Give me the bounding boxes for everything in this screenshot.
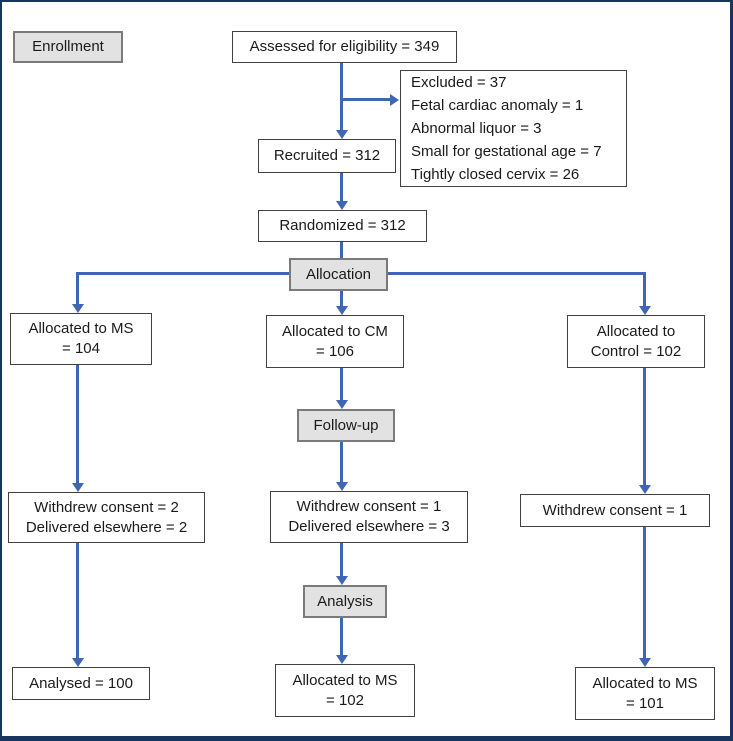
- connector-recruited-to-randomized: [340, 173, 343, 202]
- node-text-line: Tightly closed cervix = 26: [411, 166, 580, 183]
- node-recruited: Recruited = 312: [258, 139, 396, 173]
- arrowhead-excluded: [390, 94, 399, 106]
- node-randomized: Randomized = 312: [258, 210, 427, 242]
- node-text-line: Abnormal liquor = 3: [411, 120, 542, 137]
- node-text-line: Control = 102: [590, 342, 682, 360]
- node-text-line: Recruited = 312: [273, 147, 381, 165]
- stage-label-text: Analysis: [317, 592, 373, 610]
- stage-label-text: Enrollment: [32, 38, 104, 56]
- arrowhead-randomized: [336, 201, 348, 210]
- stage-label-enrollment: Enrollment: [13, 31, 123, 63]
- arrowhead-alloc-control: [639, 306, 651, 315]
- node-text-line: Allocated to MS: [28, 320, 134, 338]
- node-withdrew-control: Withdrew consent = 1: [520, 494, 710, 527]
- node-analysed-ms: Analysed = 100: [12, 667, 150, 700]
- node-text-line: Excluded = 37: [411, 74, 507, 91]
- stage-label-text: Allocation: [305, 265, 372, 283]
- node-text-line: Delivered elsewhere = 3: [288, 518, 450, 535]
- node-final-control: Allocated to MS = 101: [575, 667, 715, 720]
- connector-followup-to-withdrew: [340, 442, 343, 483]
- connector-ms-to-withdrew: [76, 365, 79, 484]
- node-text-line: = 104: [62, 340, 100, 357]
- node-excluded: Excluded = 37 Fetal cardiac anomaly = 1 …: [400, 70, 627, 187]
- arrowhead-final-control: [639, 658, 651, 667]
- connector-withdrew-to-analysis: [340, 543, 343, 577]
- node-text-line: Allocated to MS: [592, 674, 698, 692]
- connector-allocation-to-control: [643, 272, 646, 307]
- node-allocated-ms: Allocated to MS = 104: [10, 313, 152, 365]
- node-text-line: = 106: [316, 342, 354, 360]
- node-withdrew-cm: Withdrew consent = 1 Delivered elsewhere…: [270, 491, 468, 543]
- arrowhead-withdrew-control: [639, 485, 651, 494]
- arrowhead-withdrew-cm: [336, 482, 348, 491]
- node-allocated-cm: Allocated to CM = 106: [266, 315, 404, 368]
- connector-randomized-to-allocation: [340, 242, 343, 258]
- node-text-line: = 102: [326, 691, 364, 709]
- connector-cm-to-followup: [340, 368, 343, 401]
- connector-withdrew-to-final-control: [643, 527, 646, 659]
- node-text-line: Withdrew consent = 1: [296, 498, 442, 516]
- arrowhead-final-cm: [336, 655, 348, 664]
- stage-label-text: Follow-up: [313, 416, 379, 434]
- node-text-line: Randomized = 312: [279, 217, 406, 235]
- node-text-line: Allocated to: [596, 322, 676, 340]
- node-text-line: Allocated to MS: [292, 671, 398, 689]
- connector-analysis-to-final-cm: [340, 618, 343, 656]
- node-withdrew-ms: Withdrew consent = 2 Delivered elsewhere…: [8, 492, 205, 543]
- arrowhead-alloc-ms: [72, 304, 84, 313]
- node-text-line: Delivered elsewhere = 2: [25, 518, 188, 536]
- connector-branch-to-excluded: [342, 98, 390, 101]
- node-text-line: Analysed = 100: [29, 674, 133, 692]
- node-text-line: Withdrew consent = 1: [542, 501, 688, 519]
- node-text-line: Fetal cardiac anomaly = 1: [411, 97, 584, 114]
- arrowhead-analysis: [336, 576, 348, 585]
- node-text-line: Small for gestational age = 7: [411, 143, 602, 160]
- node-text-line: Assessed for eligibility = 349: [249, 38, 440, 56]
- node-allocated-control: Allocated to Control = 102: [567, 315, 705, 368]
- connector-control-to-withdrew: [643, 368, 646, 486]
- arrowhead-alloc-cm: [336, 306, 348, 315]
- arrowhead-withdrew-ms: [72, 483, 84, 492]
- connector-allocation-to-ms: [76, 272, 79, 305]
- node-text-line: Allocated to CM: [282, 322, 388, 340]
- stage-label-allocation: Allocation: [289, 258, 388, 291]
- connector-withdrew-to-analysed: [76, 543, 79, 659]
- arrowhead-recruited: [336, 130, 348, 139]
- connector-assessed-to-recruited: [340, 63, 343, 131]
- stage-label-followup: Follow-up: [297, 409, 395, 442]
- node-text-line: = 101: [626, 694, 664, 712]
- node-text-line: Withdrew consent = 2: [34, 498, 179, 516]
- node-assessed: Assessed for eligibility = 349: [232, 31, 457, 63]
- stage-label-analysis: Analysis: [303, 585, 387, 618]
- node-final-cm: Allocated to MS = 102: [275, 664, 415, 717]
- connector-allocation-to-cm: [340, 291, 343, 307]
- arrowhead-analysed: [72, 658, 84, 667]
- arrowhead-followup: [336, 400, 348, 409]
